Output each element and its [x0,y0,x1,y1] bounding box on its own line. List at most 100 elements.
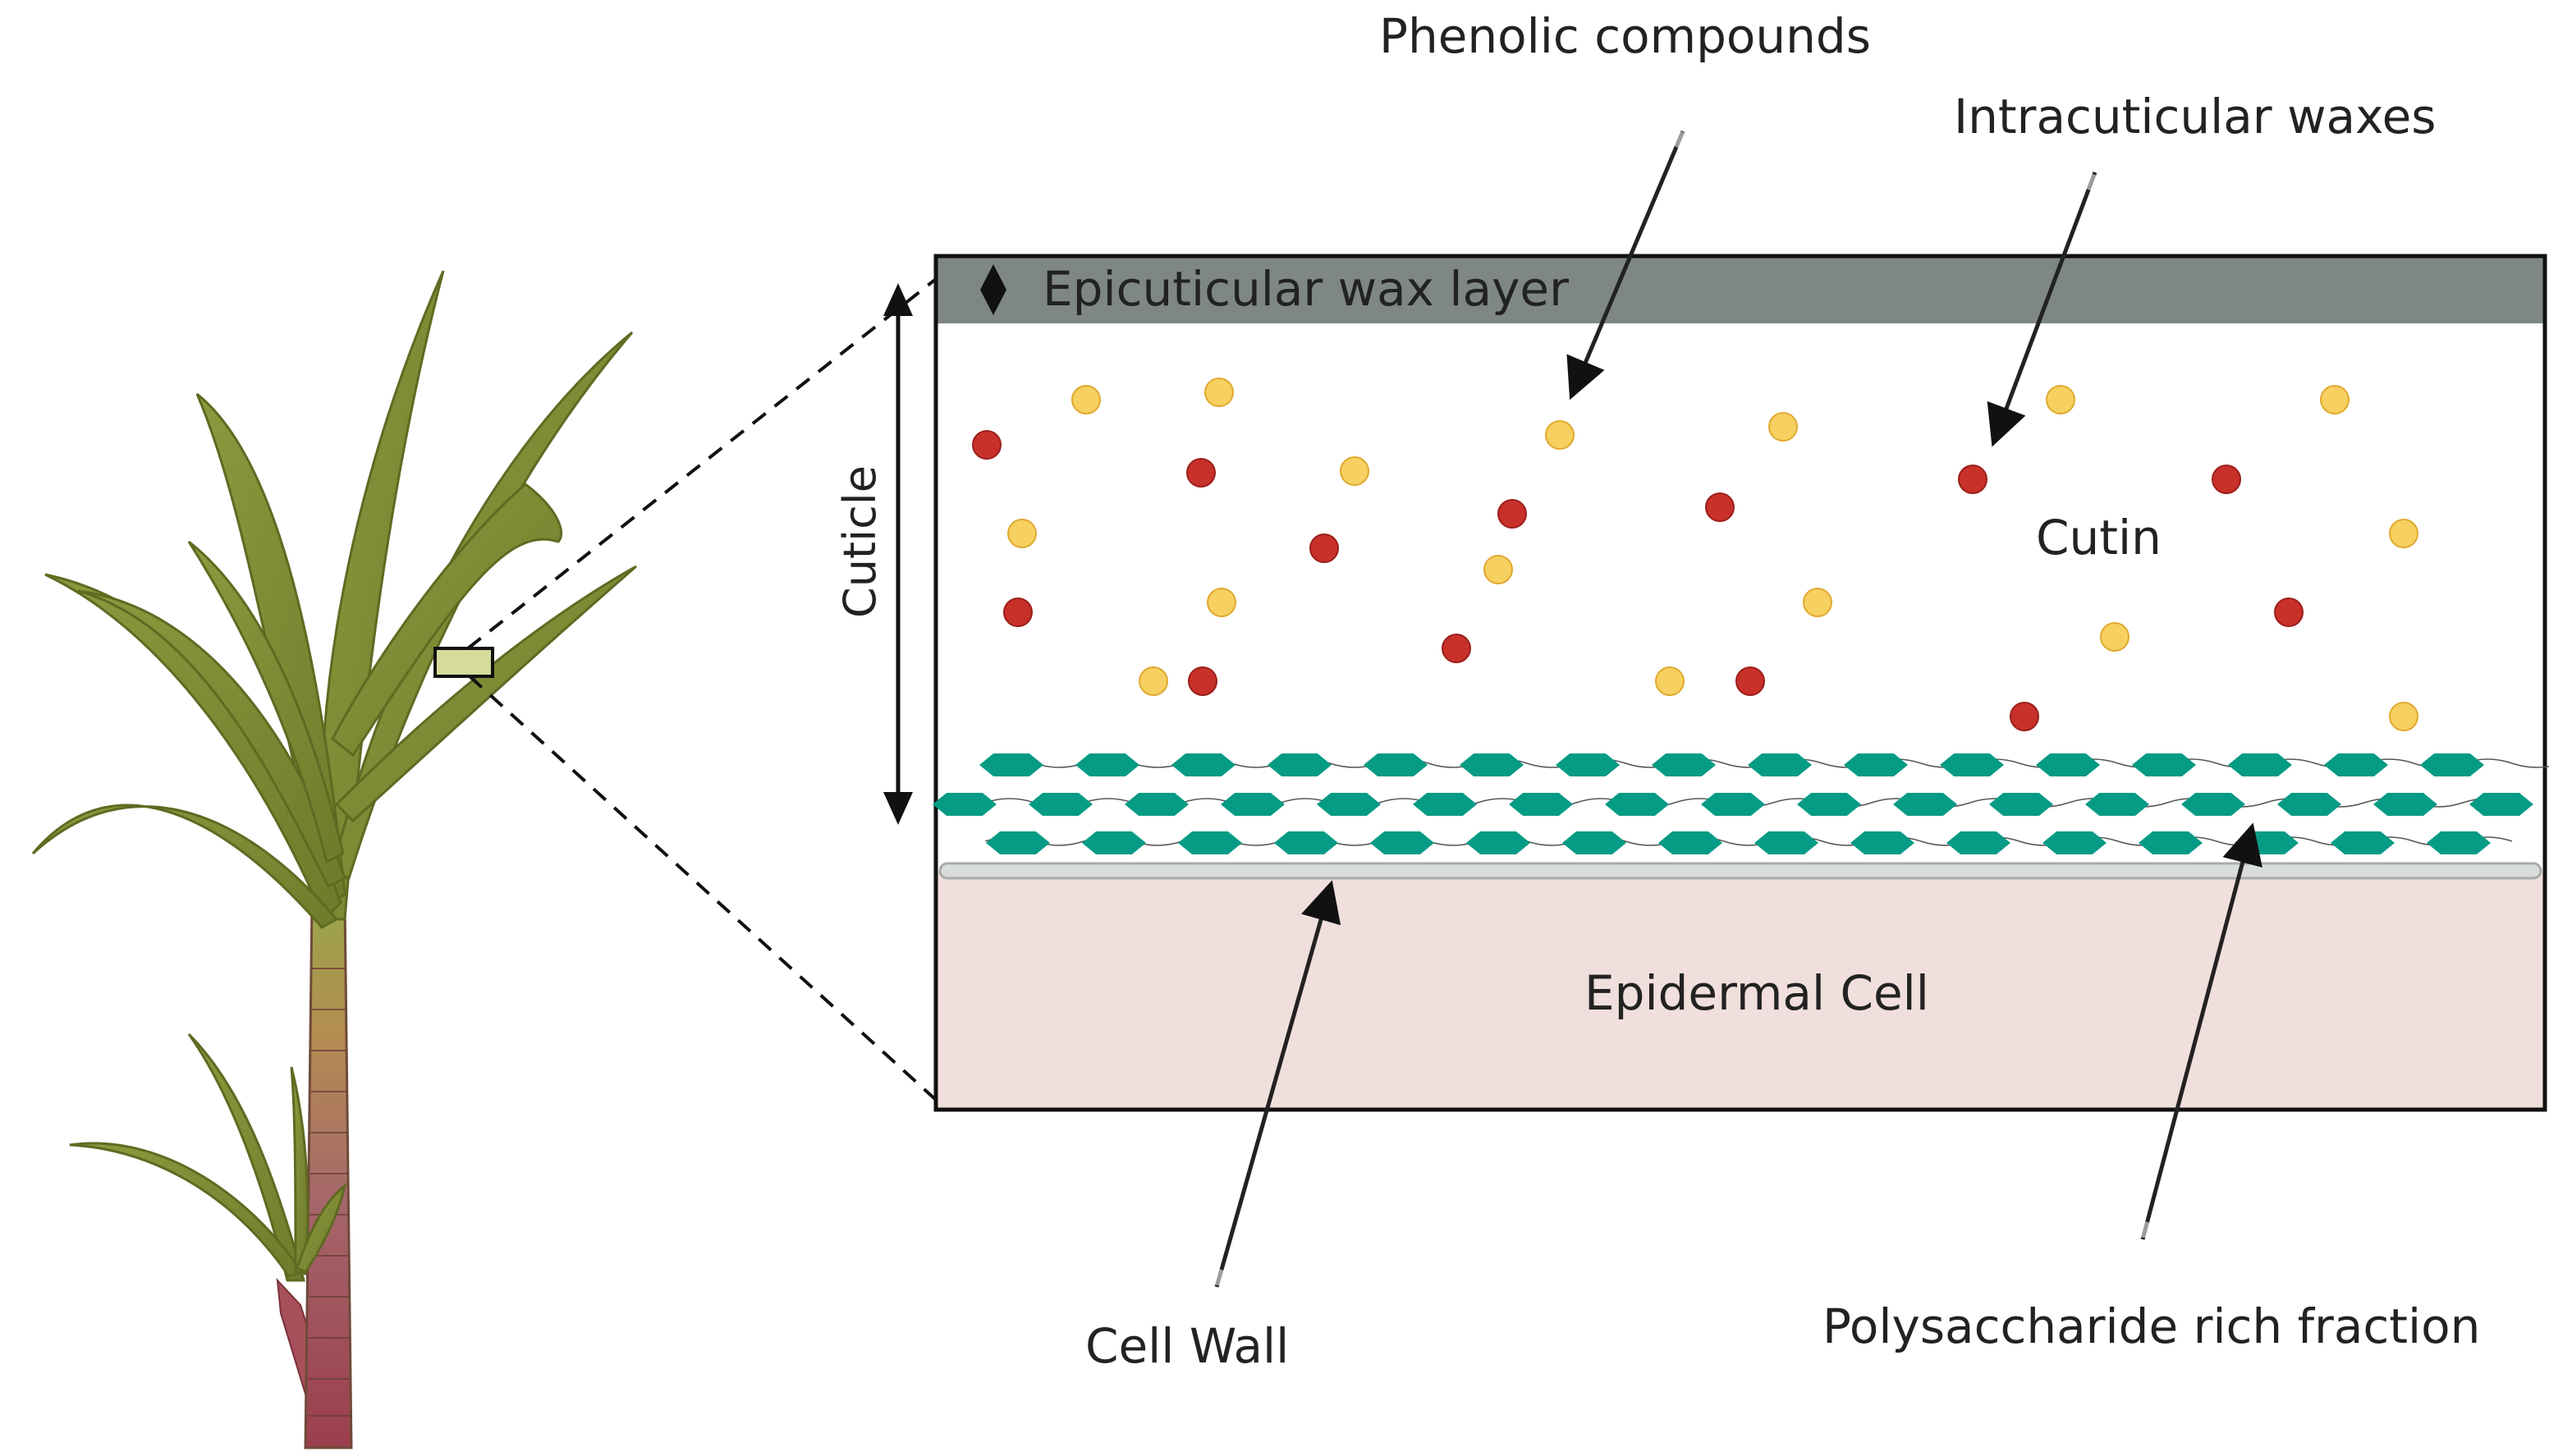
polysaccharide-unit [2228,753,2292,776]
polysaccharide-unit [1171,753,1236,776]
polysaccharide-unit [2331,831,2395,854]
cuticle-panel [933,254,2547,1112]
phenolic-dot [1483,555,1513,584]
polysaccharide-rich-fraction [933,753,2549,854]
polysaccharide-unit [2324,753,2388,776]
phenolic-compounds-label: Phenolic compounds [1379,8,1871,64]
phenolic-dot [1655,666,1685,696]
polysaccharide-unit [2373,793,2437,816]
polysaccharide-unit [2042,831,2107,854]
polysaccharide-unit [1221,793,1285,816]
polysaccharide-unit [1460,753,1524,776]
polysaccharide-pointer [2140,822,2262,1240]
wax-dot [1958,465,1987,494]
polysaccharide-unit [1652,753,1716,776]
phenolic-dot [1768,412,1798,442]
polysaccharide-unit [1509,793,1573,816]
polysaccharide-unit [1940,753,2004,776]
cell-wall-label: Cell Wall [1085,1318,1289,1374]
polysaccharide-unit [2132,753,2196,776]
cuticle-label: Cuticle [834,465,886,618]
panel-border [933,254,2547,1112]
polysaccharide-unit [1844,753,1908,776]
polysaccharide-unit [2277,793,2341,816]
zoom-lines [466,277,938,1101]
polysaccharide-unit [1946,831,2010,854]
polysaccharide-unit [2036,753,2100,776]
wax-dot [2010,702,2039,731]
polysaccharide-unit [933,793,997,816]
polysaccharide-unit [1029,793,1093,816]
intracuticular-waxes-label: Intracuticular waxes [1954,89,2437,144]
polysaccharide-unit [2085,793,2149,816]
polysaccharide-unit [1748,753,1812,776]
polysaccharide-unit [1989,793,2053,816]
polysaccharide-unit [1082,831,1146,854]
phenolic-dot [2389,702,2418,731]
polysaccharide-unit [1466,831,1530,854]
phenolic-dot [1207,588,1236,617]
wax-dot [1735,666,1765,696]
cutin-label: Cutin [2036,510,2162,565]
polysaccharide-unit [1562,831,1626,854]
polysaccharide-unit [1658,831,1722,854]
polysaccharide-unit [1605,793,1669,816]
phenolic-dot [1545,420,1575,450]
polysaccharide-unit [1125,793,1189,816]
polysaccharide-unit [2139,831,2203,854]
intracuticular-wax-dots [972,430,2304,731]
polysaccharide-unit [1754,831,1818,854]
wax-dot [1705,492,1735,522]
polysaccharide-unit [1893,793,1957,816]
wax-dot [1309,533,1339,563]
phenolic-dot [2389,519,2418,548]
wax-dot [1442,634,1471,663]
zoom-box-icon [433,647,494,678]
polysaccharide-label: Polysaccharide rich fraction [1822,1298,2480,1354]
phenolic-dot [2100,622,2130,652]
polysaccharide-unit [1364,753,1428,776]
cell-wall-pointer [1214,880,1341,1288]
phenolic-dot [2046,385,2075,414]
polysaccharide-unit [979,753,1043,776]
phenolic-dot [1139,666,1168,696]
polysaccharide-unit [2181,793,2245,816]
wax-dot [1497,499,1527,529]
polysaccharide-unit [1317,793,1381,816]
intracuticular-pointer [1987,172,2097,447]
wax-dot [2212,465,2241,494]
polysaccharide-unit [1075,753,1139,776]
polysaccharide-unit [1701,793,1765,816]
phenolic-dot [1204,378,1234,407]
epicuticular-wax-label: Epicuticular wax layer [1043,261,1569,317]
epidermal-cell-region [936,872,2545,1108]
phenolic-dot [1071,385,1101,414]
polysaccharide-unit [986,831,1050,854]
phenolic-dot [1803,588,1832,617]
polysaccharide-unit [2427,831,2491,854]
epidermal-cell-label: Epidermal Cell [1584,965,1929,1021]
cell-wall [938,862,2542,880]
polysaccharide-unit [1556,753,1620,776]
polysaccharide-unit [1274,831,1338,854]
pointer-arrows [1214,130,2262,1288]
wax-dot [1186,458,1216,488]
polysaccharide-unit [2420,753,2484,776]
phenolic-pointer [1566,130,1685,401]
wax-dot [972,430,1002,460]
polysaccharide-unit [1178,831,1242,854]
phenolic-dot [1340,456,1369,486]
phenolic-dot [1007,519,1037,548]
diamond-arrow-icon [980,264,1006,315]
polysaccharide-unit [1797,793,1861,816]
polysaccharide-unit [1413,793,1477,816]
polysaccharide-unit [1850,831,1914,854]
sugarcane-plant-icon [31,270,637,1449]
epicuticular-wax-layer [936,256,2545,323]
phenolic-dot [2320,385,2350,414]
double-arrow-icon [883,283,913,825]
polysaccharide-unit [1370,831,1434,854]
wax-dot [1188,666,1217,696]
wax-dot [2274,598,2304,627]
